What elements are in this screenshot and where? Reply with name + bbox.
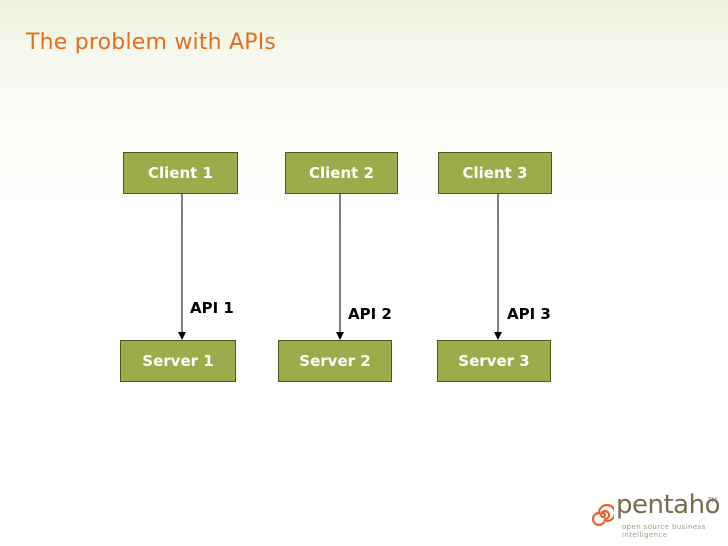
pentaho-swirl-icon	[592, 503, 614, 527]
api-1-label: API 1	[190, 299, 234, 317]
logo-trademark: TM	[708, 497, 717, 504]
page-title: The problem with APIs	[26, 30, 277, 55]
server-1-box: Server 1	[120, 340, 236, 382]
client-2-box: Client 2	[285, 152, 398, 194]
logo-tagline: open source business intelligence	[622, 523, 706, 539]
api-3-label: API 3	[507, 305, 551, 323]
client-3-box: Client 3	[438, 152, 552, 194]
logo-wordmark: pentaho	[616, 490, 721, 520]
server-2-box: Server 2	[278, 340, 392, 382]
api-2-label: API 2	[348, 305, 392, 323]
server-3-box: Server 3	[437, 340, 551, 382]
client-1-box: Client 1	[123, 152, 238, 194]
